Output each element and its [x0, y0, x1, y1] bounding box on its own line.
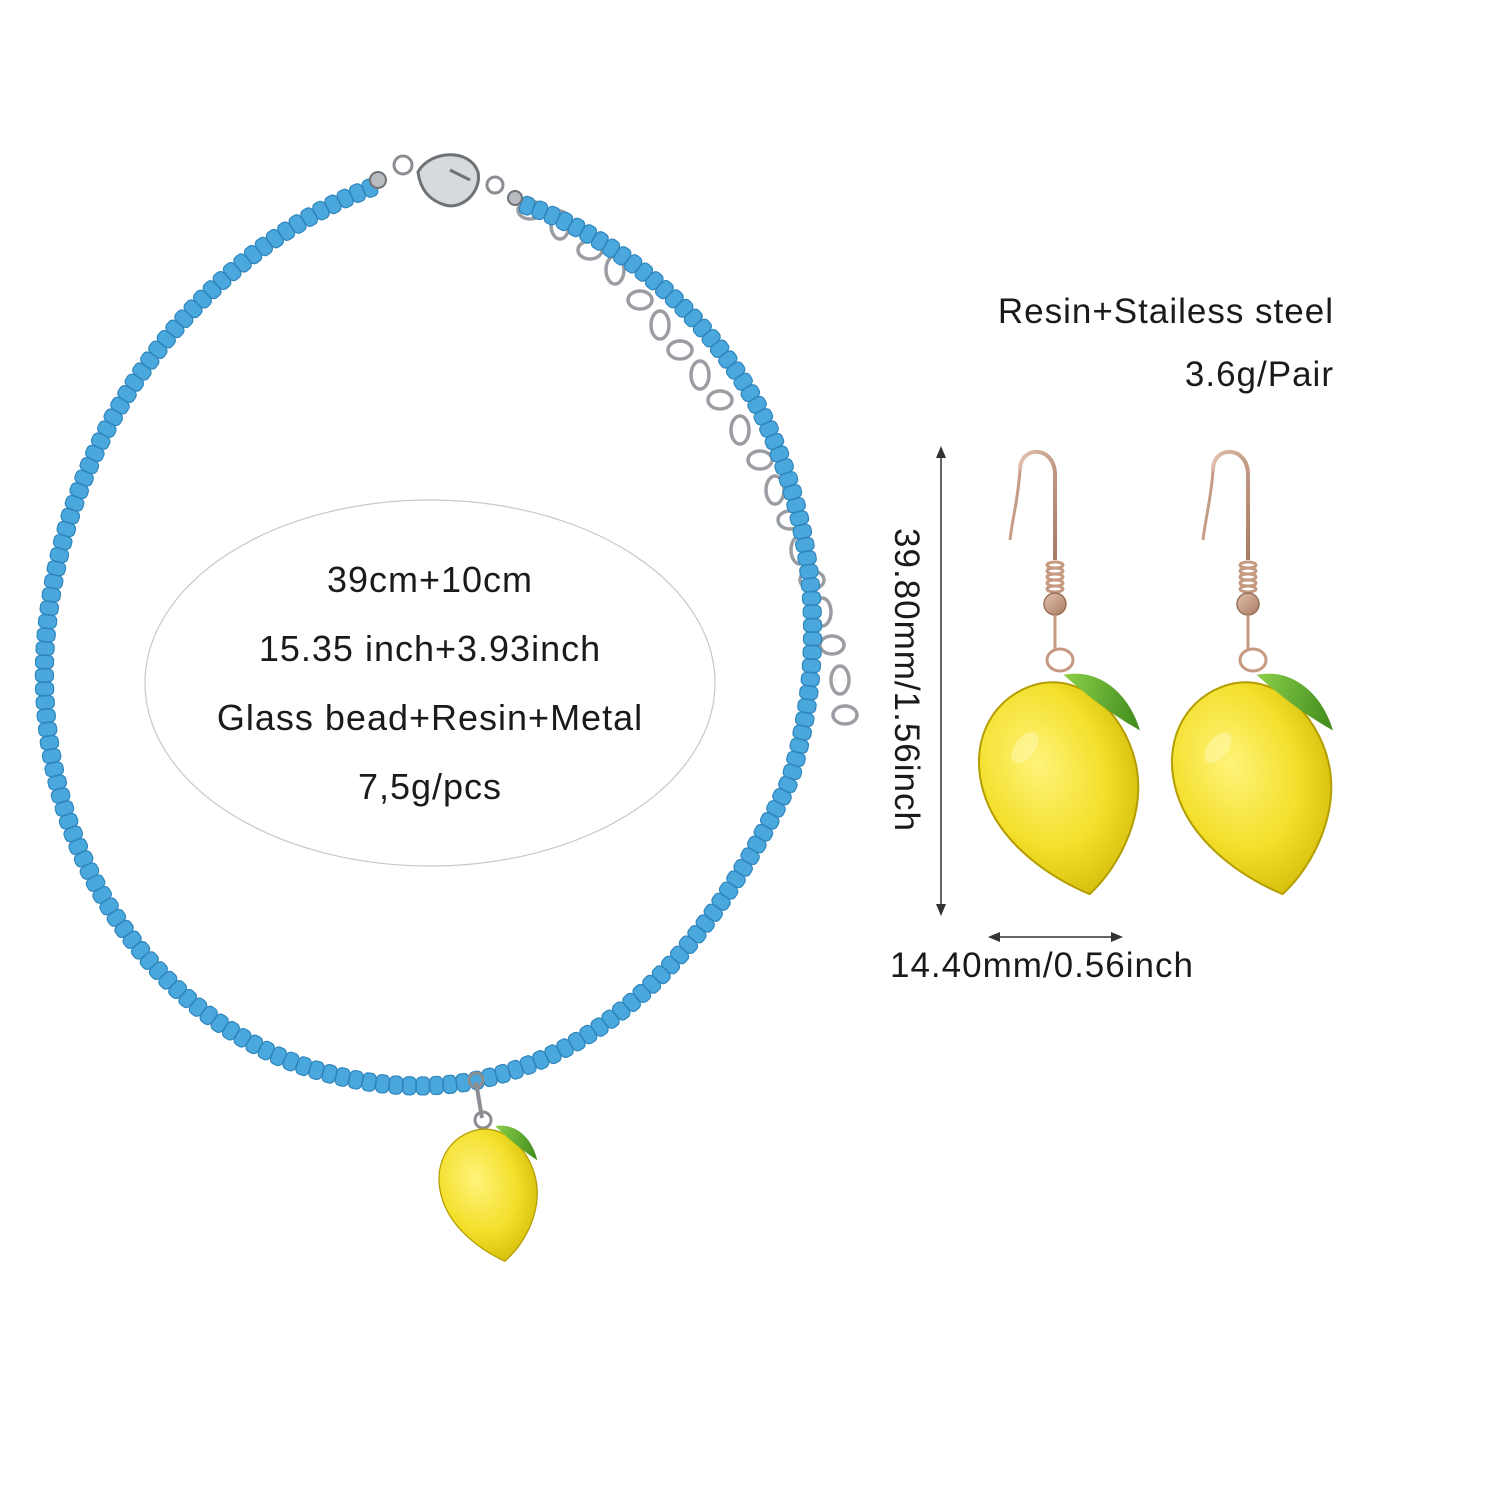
width-dimension-arrow — [988, 932, 1123, 942]
bead — [36, 708, 56, 724]
bead — [800, 671, 821, 687]
necklace-specs: 39cm+10cm 15.35 inch+3.93inch Glass bead… — [145, 500, 715, 866]
height-dimension-arrow — [936, 446, 946, 916]
earring-right — [1171, 449, 1333, 896]
bead — [802, 631, 823, 646]
bead — [402, 1076, 417, 1096]
bead — [800, 577, 821, 593]
bead — [442, 1074, 458, 1095]
bead — [802, 645, 822, 660]
bead — [802, 618, 823, 633]
bead — [801, 590, 822, 606]
earring-material: Resin+Stailess steel — [997, 292, 1334, 331]
bead — [34, 654, 55, 670]
earring-width-label: 14.40mm/0.56inch — [890, 946, 1194, 985]
bead — [801, 658, 822, 674]
chain-link — [829, 664, 851, 696]
bead — [797, 698, 817, 714]
bead-strand — [34, 178, 823, 1096]
earring-specs: Resin+Stailess steel 3.6g/Pair — [998, 280, 1334, 406]
bead — [802, 604, 822, 620]
bead — [34, 681, 55, 697]
earring-left — [978, 449, 1140, 896]
chain-link — [831, 704, 859, 726]
bead — [35, 695, 55, 710]
chain-link — [689, 359, 711, 391]
chain-link — [626, 289, 654, 311]
bead — [37, 721, 58, 737]
bead — [41, 587, 62, 603]
earring-lemon — [978, 673, 1140, 896]
bead — [37, 614, 58, 630]
chain-link — [746, 449, 774, 471]
earring-weight: 3.6g/Pair — [1184, 355, 1334, 394]
necklace-weight: 7,5g/pcs — [357, 766, 503, 807]
bead — [799, 685, 819, 701]
bead — [374, 1074, 391, 1094]
bead — [415, 1076, 431, 1096]
bead — [388, 1075, 404, 1095]
bead — [799, 563, 819, 580]
bead — [36, 627, 56, 643]
earring-lemon — [1171, 673, 1333, 896]
lobster-clasp — [369, 153, 523, 208]
chain-link — [649, 309, 671, 341]
bead — [39, 735, 60, 751]
bead — [518, 195, 536, 216]
bead — [39, 600, 60, 616]
bead — [797, 550, 817, 566]
bead — [34, 668, 55, 683]
specs-ellipse — [144, 499, 716, 867]
chain-link — [818, 634, 846, 656]
bead — [794, 711, 815, 728]
necklace-lemon-pendant — [438, 1071, 538, 1262]
chain-link — [729, 414, 751, 446]
bead — [361, 1072, 377, 1092]
earring-height-label: 39.80mm/1.56inch — [887, 528, 926, 832]
chain-link — [706, 389, 734, 411]
necklace-length-inch: 15.35 inch+3.93inch — [258, 628, 602, 669]
chain-link — [666, 339, 694, 361]
necklace-material: Glass bead+Resin+Metal — [216, 697, 644, 738]
bead — [429, 1075, 444, 1096]
bead — [35, 641, 55, 656]
necklace-length-cm: 39cm+10cm — [326, 559, 534, 600]
